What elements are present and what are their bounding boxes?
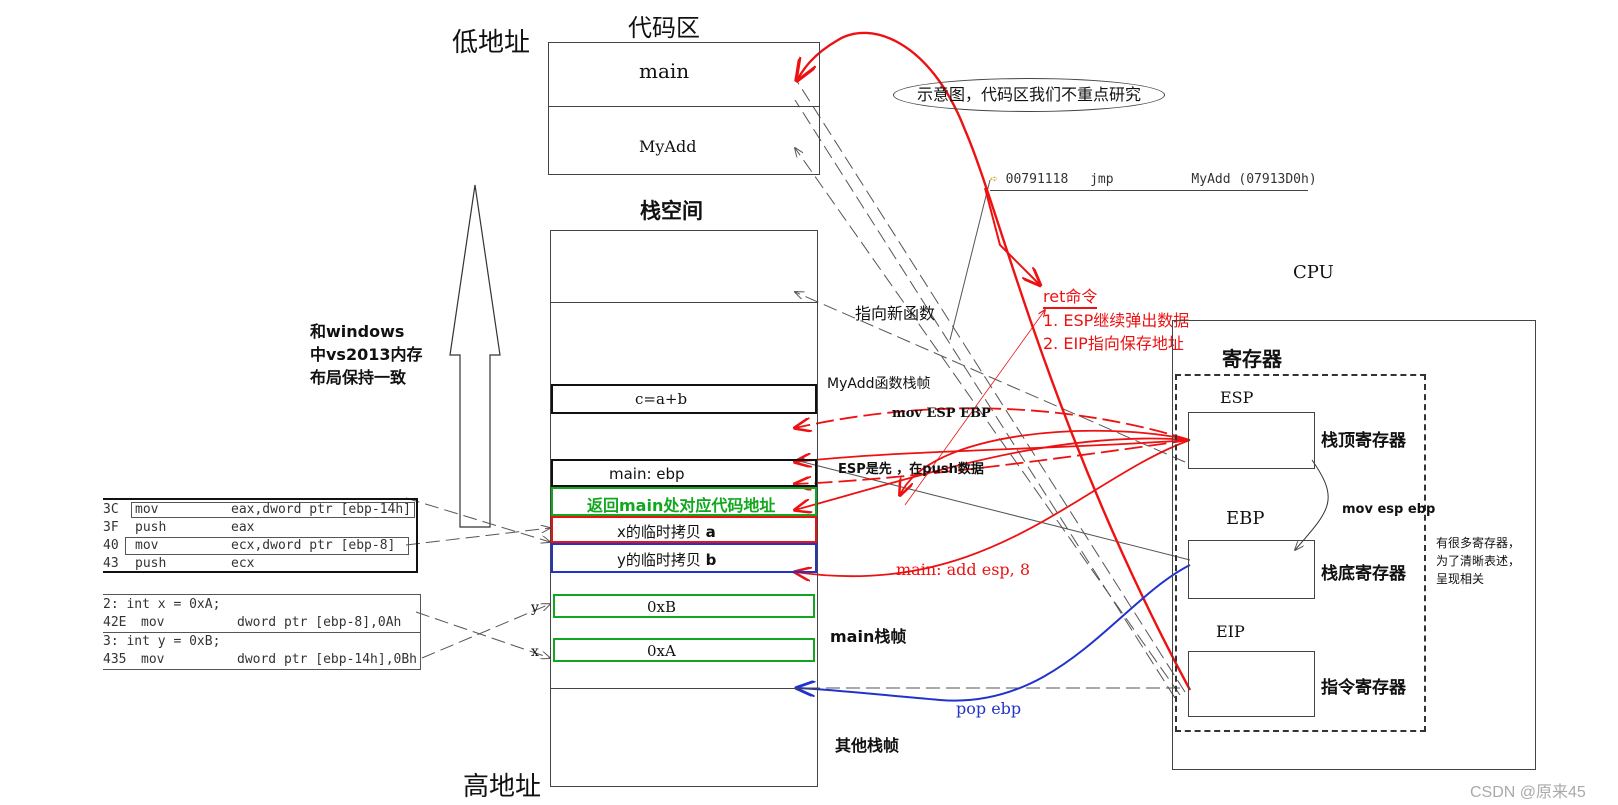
arrow-marker-icon: ➪: [990, 172, 998, 187]
ret-item-1: 1. ESP继续弹出数据: [1043, 311, 1190, 330]
disasm-row: 3: int y = 0xB;: [103, 634, 221, 649]
dashed-pointer-lines: [405, 77, 1186, 699]
stack-cell-return-addr: 返回main处对应代码地址: [551, 487, 817, 516]
disasm-init-divider: [103, 632, 420, 633]
layout-note: 和windows 中vs2013内存 布局保持一致: [310, 320, 423, 389]
pop-ebp-label: pop ebp: [956, 699, 1022, 718]
eip-register-desc: 指令寄存器: [1321, 678, 1406, 698]
code-cell-main: main: [639, 59, 690, 83]
cpu-title: CPU: [1293, 262, 1334, 283]
add-esp-label: main: add esp, 8: [896, 560, 1030, 579]
csdn-watermark: CSDN @原来45: [1470, 784, 1586, 801]
ret-title: ret命令: [1043, 283, 1098, 309]
other-frames-label: 其他栈帧: [835, 736, 900, 755]
registers-title: 寄存器: [1222, 347, 1282, 371]
high-address-label: 高地址: [463, 772, 542, 802]
ebp-register-name: EBP: [1226, 508, 1265, 529]
stack-cell-val-b-text: 0xB: [647, 598, 677, 616]
esp-register-box: [1188, 412, 1315, 469]
stack-column: [550, 230, 818, 787]
stack-cell-c: c=a+b: [551, 384, 817, 414]
main-frame-label: main栈帧: [830, 627, 907, 646]
var-label-y: y: [531, 600, 539, 616]
eip-register-name: EIP: [1216, 622, 1245, 641]
ebp-register-desc: 栈底寄存器: [1321, 564, 1406, 584]
cpu-note-line-2: 为了清晰表述，: [1436, 554, 1521, 568]
schematic-note: 示意图，代码区我们不重点研究: [893, 78, 1165, 112]
stack-divider-top: [550, 302, 818, 303]
var-label-x: x: [531, 644, 539, 660]
esp-register-desc: 栈顶寄存器: [1321, 431, 1406, 451]
code-area-title: 代码区: [628, 14, 700, 42]
stack-cell-y-tag: b: [705, 551, 717, 569]
cpu-note: 有很多寄存器， 为了清晰表述， 呈现相关: [1436, 534, 1520, 588]
registers-box: [1175, 374, 1426, 732]
stack-divider-bottom: [550, 688, 818, 689]
stack-cell-x-tag: a: [705, 523, 716, 541]
layout-note-line-2: 中vs2013内存: [310, 345, 423, 364]
esp-push-note: ESP是先 ，在push数据: [838, 462, 984, 477]
jmp-target: MyAdd (07913D0h): [1191, 172, 1317, 187]
mov-esp-ebp-right-label: mov esp ebp: [1342, 502, 1436, 517]
mov-esp-ebp-label: mov ESP EBP: [892, 406, 991, 421]
ebp-register-box: [1188, 540, 1315, 599]
myadd-frame-label: MyAdd函数栈帧: [827, 376, 931, 392]
point-new-func-label: 指向新函数: [855, 304, 936, 323]
disasm-highlight-2: [125, 537, 409, 555]
stack-cell-val-b: 0xB: [553, 594, 815, 618]
code-area-divider: [549, 106, 819, 107]
code-area-box: main MyAdd: [548, 42, 820, 175]
jmp-addr: 00791118: [1005, 172, 1069, 187]
cpu-box: [1172, 320, 1536, 770]
stack-cell-return-addr-text: 返回main处对应代码地址: [587, 496, 776, 515]
esp-red-arrows: [795, 407, 1191, 576]
layout-note-line-1: 和windows: [310, 322, 405, 341]
stack-cell-val-a-text: 0xA: [647, 642, 676, 660]
layout-note-line-3: 布局保持一致: [310, 368, 407, 387]
cpu-note-line-1: 有很多寄存器，: [1436, 536, 1521, 550]
stack-cell-val-a: 0xA: [553, 638, 815, 662]
code-cell-myadd: MyAdd: [639, 137, 697, 156]
stack-cell-c-text: c=a+b: [635, 390, 688, 408]
disasm-row: 2: int x = 0xA;: [103, 597, 221, 612]
direction-up-arrow: [449, 184, 501, 528]
stack-space-title: 栈空间: [640, 199, 703, 223]
eip-register-box: [1188, 651, 1315, 717]
esp-register-name: ESP: [1220, 388, 1254, 407]
cpu-note-line-3: 呈现相关: [1436, 572, 1485, 586]
stack-cell-main-ebp-text: main: ebp: [609, 465, 685, 483]
jmp-op: jmp: [1090, 172, 1114, 187]
low-address-label: 低地址: [452, 28, 531, 58]
ret-item-2: 2. EIP指向保存地址: [1043, 334, 1184, 353]
stack-cell-main-ebp: main: ebp: [551, 459, 817, 487]
jmp-instruction: ➪ 00791118 jmp MyAdd (07913D0h): [990, 172, 1317, 191]
stack-cell-x-copy-text: x的临时拷贝: [617, 523, 701, 541]
stack-cell-y-copy-text: y的临时拷贝: [617, 551, 701, 569]
stack-cell-y-copy: y的临时拷贝 b: [551, 543, 817, 573]
disasm-highlight-1: [131, 502, 415, 518]
stack-cell-x-copy: x的临时拷贝 a: [551, 516, 817, 543]
